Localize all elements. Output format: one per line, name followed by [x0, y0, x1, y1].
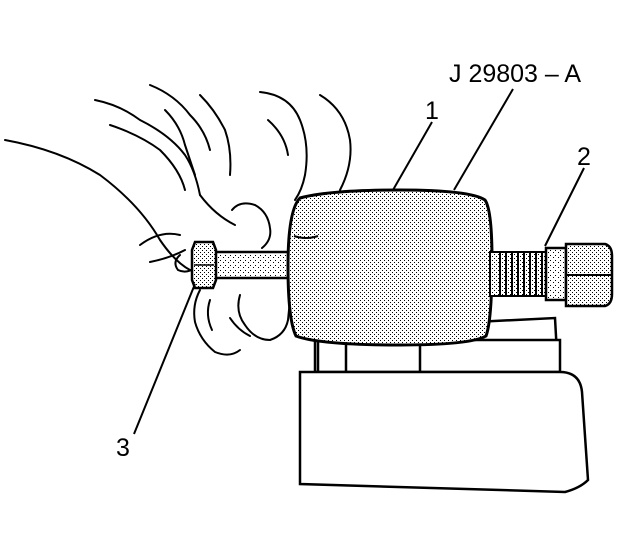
callout-3-label: 3 [116, 434, 130, 462]
fixture-block [298, 316, 590, 494]
bolt-shaft [190, 240, 296, 290]
hex-nut [564, 242, 614, 308]
tool-number-label: J 29803 – A [449, 60, 582, 88]
hand-outline [4, 84, 352, 356]
leader-lines [133, 88, 585, 435]
threaded-screw [489, 246, 568, 302]
callout-1-label: 1 [425, 97, 439, 125]
callout-2-label: 2 [577, 143, 591, 171]
tool-body [286, 188, 494, 347]
